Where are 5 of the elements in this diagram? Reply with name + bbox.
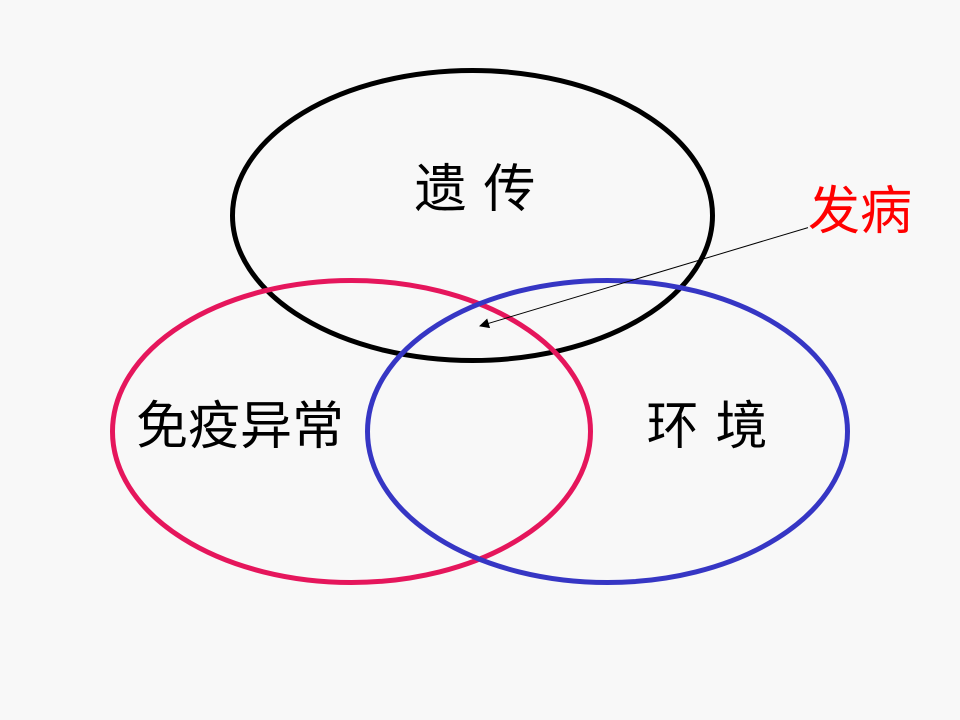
callout-label: 发病 bbox=[808, 186, 912, 238]
set-label: 免疫异常 bbox=[136, 401, 344, 453]
leader-arrow bbox=[479, 227, 808, 328]
set-label: 环 境 bbox=[646, 401, 768, 453]
set-label: 遗 传 bbox=[414, 164, 536, 216]
